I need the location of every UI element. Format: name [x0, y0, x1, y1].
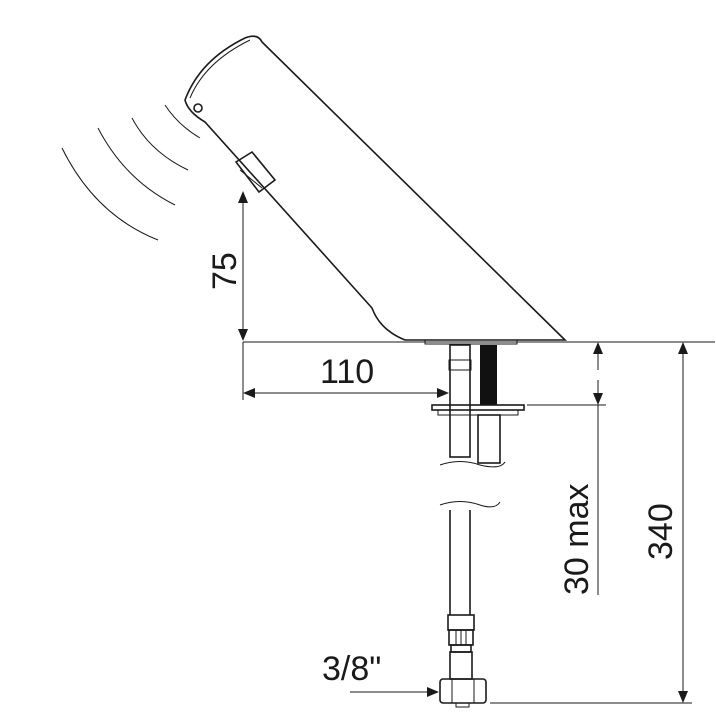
faucet-body — [184, 35, 567, 345]
flexible-hose — [439, 501, 501, 708]
dimension-lines — [238, 191, 715, 704]
sensor-height-label: 75 — [206, 252, 244, 290]
sensor-window — [234, 150, 277, 194]
total-length-label: 340 — [642, 503, 680, 560]
deck-thickness-label: 30 max — [558, 484, 596, 596]
spout-reach-label: 110 — [320, 353, 374, 391]
sensor-waves-icon — [61, 104, 201, 241]
mounting-hardware — [431, 344, 525, 468]
connection-size-label: 3/8" — [322, 650, 381, 688]
